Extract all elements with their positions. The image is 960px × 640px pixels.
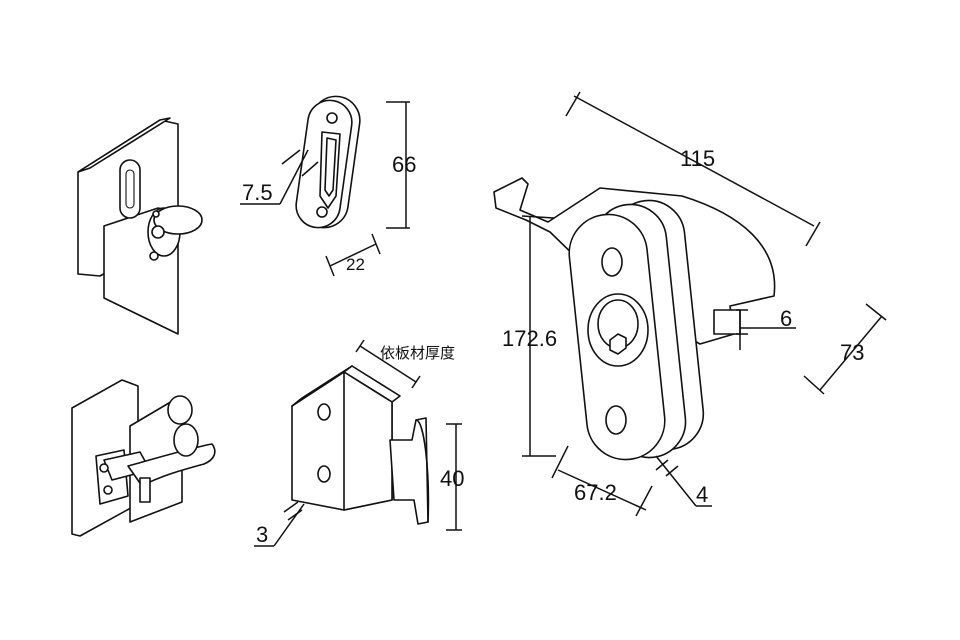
assembly-view-top: [77, 117, 203, 335]
dim-main-width: 67.2: [551, 445, 653, 517]
dim-main-tab: 6: [736, 306, 796, 350]
dim-label-6: 6: [780, 306, 792, 331]
dim-label-thickness-note: 依板材厚度: [380, 344, 455, 362]
dim-main-height: 172.6: [502, 215, 557, 457]
dim-label-40: 40: [440, 466, 464, 491]
dim-label-115: 115: [680, 146, 715, 171]
dim-top-slot-width: 7.5: [240, 149, 319, 205]
dim-bracket-height: 40: [440, 423, 464, 531]
dim-label-7-5: 7.5: [242, 180, 273, 205]
dim-label-4: 4: [696, 482, 708, 507]
dim-top-height: 66: [386, 101, 416, 229]
angle-bracket-part: [291, 365, 430, 525]
slotted-plate-part: [295, 95, 361, 229]
dim-label-67-2: 67.2: [574, 480, 617, 505]
dim-top-depth: 22: [325, 233, 381, 277]
dim-bracket-thickness: 3: [254, 501, 305, 547]
main-hinge-part: [493, 177, 776, 461]
dim-label-3: 3: [256, 522, 268, 547]
dim-label-73: 73: [840, 340, 864, 365]
dim-main-length: 115: [565, 91, 821, 247]
dim-label-22: 22: [346, 255, 365, 274]
assembly-view-bottom: [71, 379, 216, 537]
dim-main-depth: 73: [803, 303, 887, 395]
dim-label-66: 66: [392, 152, 416, 177]
dim-thickness-note: 依板材厚度: [355, 339, 455, 389]
dim-label-172-6: 172.6: [502, 326, 557, 351]
dim-main-plate: 4: [655, 455, 712, 507]
